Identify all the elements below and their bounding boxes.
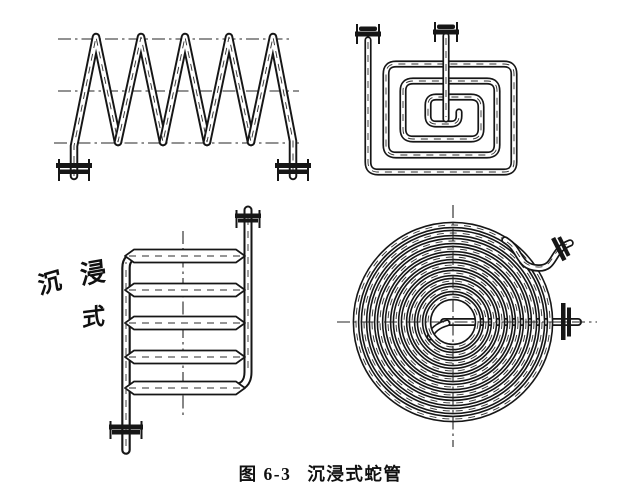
spiral-tube [364,36,518,176]
vertical-serpentine-coil [109,205,261,455]
flange [561,303,571,340]
flange [433,22,459,42]
flange [275,159,311,181]
horizontal-tubes [124,248,246,396]
handwritten-note: 沉 浸 式 [30,256,120,356]
flange [235,210,261,228]
figure-title: 沉浸式蛇管 [307,464,403,484]
flange [109,421,143,439]
handwritten-char: 式 [81,302,106,332]
flange [551,236,571,262]
figure-caption: 图 6-3 沉浸式蛇管 [0,461,641,486]
figure-number: 图 6-3 [238,464,292,484]
circular-spiral-coil [337,205,597,447]
handwritten-char: 浸 [78,255,108,291]
flange [56,159,92,181]
helical-coil-side-view [54,32,311,181]
square-spiral-coil [355,22,518,176]
flange [355,24,381,44]
coil-diagrams [54,22,597,455]
axis-centerlines [337,205,597,447]
handwritten-char: 沉 [36,266,64,301]
coil-tube [69,32,298,181]
